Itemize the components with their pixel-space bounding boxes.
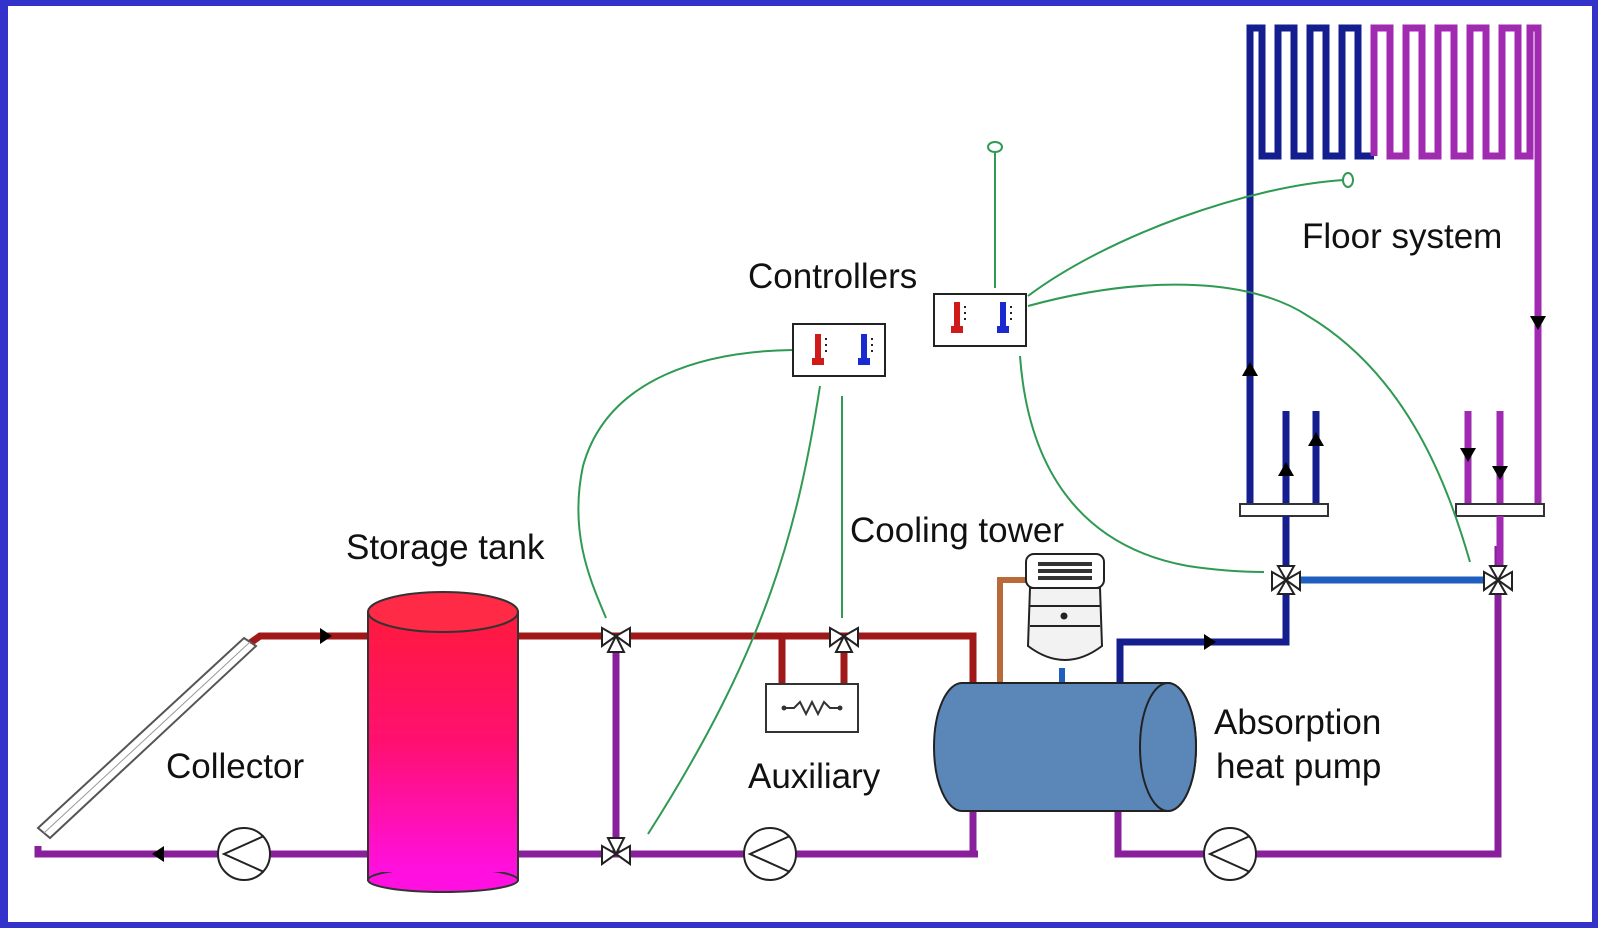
- chilled-pipes: [1116, 576, 1486, 686]
- label-auxiliary: Auxiliary: [748, 757, 881, 796]
- flow-arrows: [152, 316, 1546, 862]
- valve-floor-supply: [1271, 565, 1301, 595]
- label-floor-system: Floor system: [1302, 217, 1502, 256]
- label-heat-pump: heat pump: [1216, 747, 1381, 786]
- arrow-right: [1204, 634, 1216, 650]
- arrow-up: [1278, 462, 1294, 476]
- label-controllers: Controllers: [748, 257, 917, 296]
- hot-supply-pipes: [243, 632, 977, 686]
- sensor-ambient: [987, 141, 1003, 153]
- solar-cooling-system-diagram: Storage tank Controllers Cooling tower F…: [34, 24, 1546, 893]
- sensor-floor: [1342, 172, 1354, 188]
- sensors: [987, 141, 1354, 188]
- pump-auxiliary: [743, 827, 797, 881]
- manifolds: [1239, 503, 1545, 566]
- floor-coil: [1246, 24, 1542, 506]
- label-absorption: Absorption: [1214, 703, 1381, 742]
- diagram-canvas: Storage tank Controllers Cooling tower F…: [8, 6, 1592, 922]
- cooling-tower-pipe: [997, 577, 1028, 686]
- storage-tank: [367, 591, 519, 893]
- controller-right: [933, 293, 1027, 347]
- arrow-down: [1460, 448, 1476, 462]
- valve-floor-return: [1483, 565, 1513, 595]
- label-collector: Collector: [166, 747, 304, 786]
- pumps: [217, 827, 1257, 881]
- controller-left: [792, 323, 886, 377]
- arrow-up: [1308, 432, 1324, 446]
- auxiliary-heater: [765, 683, 859, 733]
- label-cooling-tower: Cooling tower: [850, 511, 1064, 550]
- arrow-down: [1530, 316, 1546, 330]
- arrow-right: [320, 628, 332, 644]
- valve-storage-bottom: [601, 837, 631, 866]
- valve-auxiliary: [829, 626, 859, 653]
- pump-collector: [217, 827, 271, 881]
- cooling-tower: [1025, 553, 1105, 661]
- valve-storage-top: [601, 626, 631, 653]
- arrow-left: [152, 846, 164, 862]
- label-storage-tank: Storage tank: [346, 528, 545, 567]
- control-wires: [577, 151, 1471, 835]
- solar-collector: [36, 636, 258, 840]
- arrow-up: [1242, 362, 1258, 376]
- arrow-down: [1492, 466, 1508, 480]
- pump-heat-pump: [1203, 827, 1257, 881]
- absorption-heat-pump: [933, 682, 1197, 812]
- valves: [601, 565, 1513, 866]
